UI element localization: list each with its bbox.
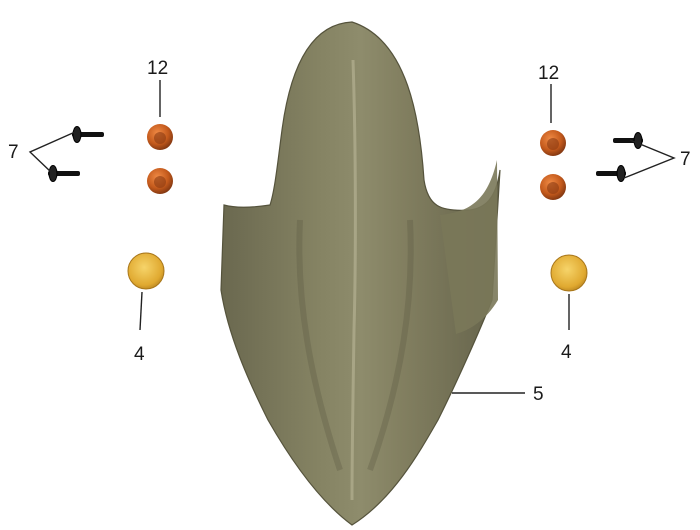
callout-fender: 5 bbox=[533, 384, 544, 405]
leader-nut-left bbox=[140, 292, 142, 330]
bushing-left-upper-hole bbox=[154, 132, 166, 144]
nut-right bbox=[551, 255, 587, 291]
screw-left-upper bbox=[72, 127, 104, 143]
bushing-right-upper-hole bbox=[547, 138, 559, 150]
screw-right-lower bbox=[596, 166, 626, 182]
callout-nut-left: 4 bbox=[134, 344, 145, 365]
leader-screw-right bbox=[624, 140, 674, 178]
callout-screw-left: 7 bbox=[8, 142, 19, 163]
bushing-left-lower-hole bbox=[154, 176, 166, 188]
screw-left-lower bbox=[48, 166, 80, 182]
callout-screw-right: 7 bbox=[680, 149, 691, 170]
nut-left bbox=[128, 253, 164, 289]
bushing-right-lower-hole bbox=[547, 182, 559, 194]
callout-bushing-right: 12 bbox=[538, 63, 559, 84]
screw-right-upper bbox=[613, 133, 643, 149]
callout-bushing-left: 12 bbox=[147, 58, 168, 79]
callout-nut-right: 4 bbox=[561, 342, 572, 363]
fender-part bbox=[221, 22, 500, 525]
